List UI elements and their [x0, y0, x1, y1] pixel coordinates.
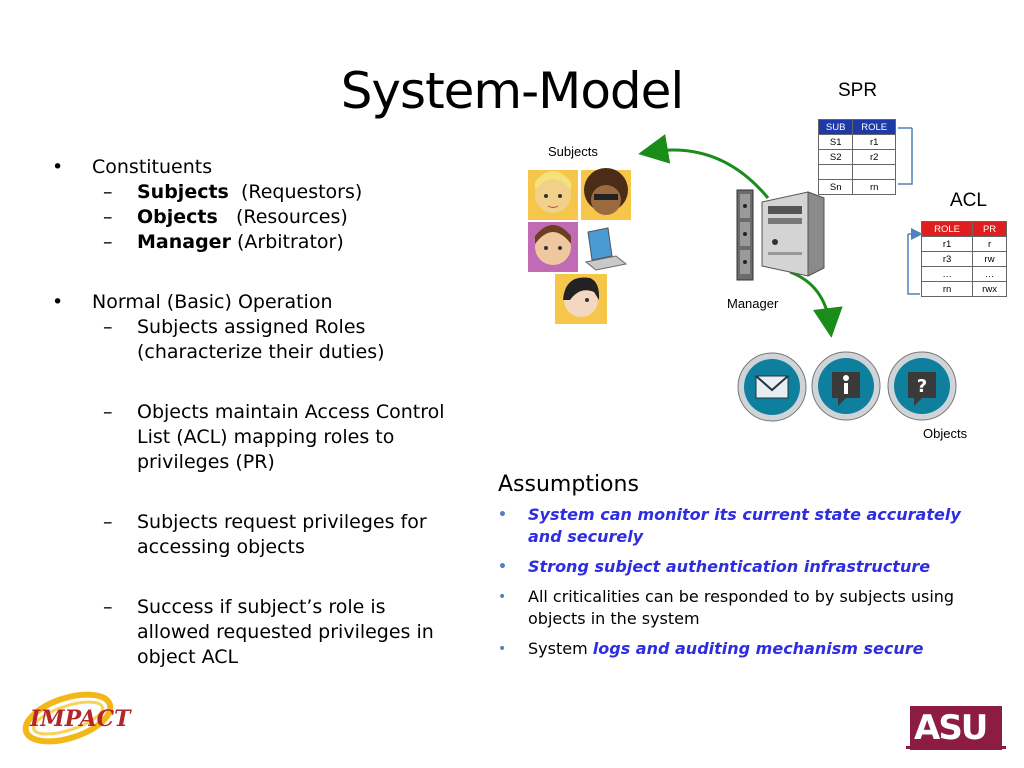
manager-label: Manager [727, 296, 779, 311]
bullet-constituents: Constituents [52, 155, 492, 180]
acl-bracket [907, 234, 920, 295]
asu-logo [906, 706, 1006, 750]
subject-avatar-brunette-icon [528, 222, 578, 272]
arrow-manager-to-subjects [638, 134, 770, 199]
sub-bullet-objects: –Objects (Resources) [103, 206, 348, 228]
assumption-monitor: System can monitor its current state acc… [498, 504, 998, 548]
arrow-manager-to-objects [789, 270, 843, 338]
subject-avatar-dark-hair-icon [555, 274, 607, 324]
subjects-label: Subjects [548, 144, 598, 159]
spr-header-role: ROLE [852, 119, 896, 135]
spr-bracket [898, 127, 913, 185]
objects-label: Objects [923, 426, 968, 441]
help-object-icon: ? [887, 351, 957, 421]
impact-logo-text: IMPACT [30, 706, 131, 732]
bullet-normal-operation: Normal (Basic) Operation [52, 290, 492, 315]
assumption-authentication: Strong subject authentication infrastruc… [498, 556, 998, 578]
impact-logo [22, 691, 114, 745]
constituents-bullet-list: Constituents –Subjects (Requestors) –Obj… [52, 155, 492, 670]
spr-header-sub: SUB [817, 119, 854, 135]
server-rack-icon [736, 189, 754, 281]
svg-text:?: ? [917, 376, 927, 397]
subject-avatar-afro-icon [581, 168, 631, 220]
assumptions-section: Assumptions System can monitor its curre… [498, 474, 998, 668]
subject-avatar-blonde-icon [528, 170, 578, 220]
laptop-icon [584, 227, 628, 271]
acl-header-pr: PR [972, 221, 1007, 237]
asu-logo-text: ASU [914, 708, 988, 748]
spr-label: SPR [838, 80, 878, 101]
mail-object-icon [737, 352, 807, 422]
assumption-logs: System logs and auditing mechanism secur… [498, 638, 998, 660]
info-object-icon [811, 351, 881, 421]
manager-computer-icon [761, 191, 825, 277]
sub-bullet-manager: –Manager (Arbitrator) [103, 231, 344, 253]
acl-label: ACL [950, 190, 987, 211]
sub-bullet-roles: –Subjects assigned Roles(characterize th… [103, 316, 385, 363]
assumption-criticalities: All criticalities can be responded to by… [498, 586, 998, 630]
sub-bullet-subjects: –Subjects (Requestors) [103, 181, 363, 203]
page-title: System-Model [340, 62, 685, 120]
assumptions-heading: Assumptions [498, 472, 639, 497]
